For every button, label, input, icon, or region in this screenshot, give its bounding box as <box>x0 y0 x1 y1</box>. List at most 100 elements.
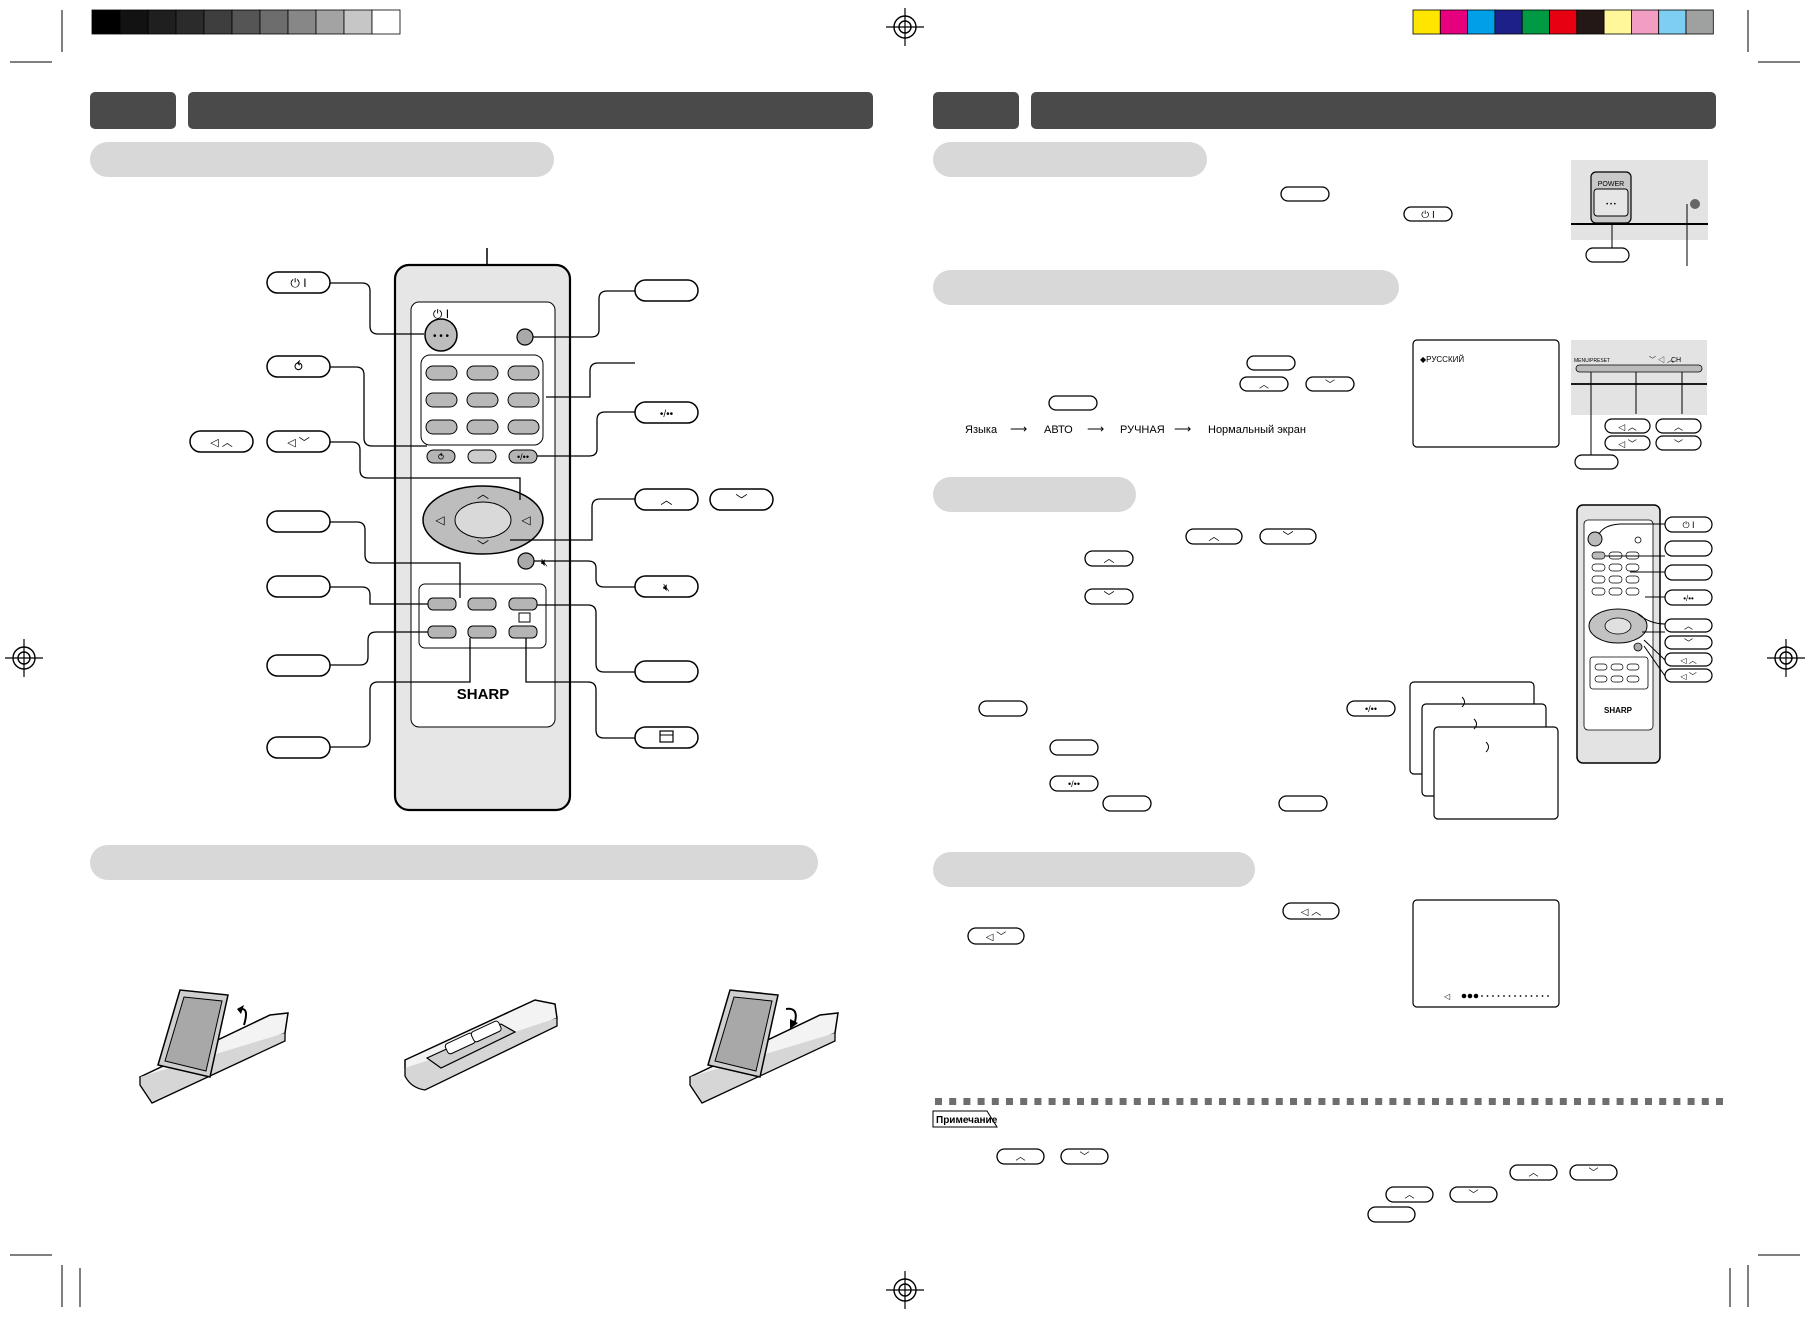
display-mode-icon <box>659 730 674 743</box>
separator-dash <box>1446 1098 1454 1105</box>
mini-key <box>1594 675 1608 683</box>
registration-mark-top <box>885 7 925 47</box>
separator-dash <box>1417 1098 1425 1105</box>
volume-up-icon: ◁ ︿ <box>210 437 233 449</box>
volume-step-dot <box>1503 995 1505 997</box>
volume-step-dot <box>1536 995 1538 997</box>
volume-step-dot <box>1508 995 1511 997</box>
svg-text:• • •: • • • <box>433 331 450 342</box>
mini-key <box>1591 551 1606 560</box>
volume-step-dot <box>1530 995 1533 997</box>
separator-dash <box>1403 1098 1411 1105</box>
separator-dash <box>977 1098 985 1105</box>
page-number-tab-right <box>933 92 1019 129</box>
svg-text:﹀: ﹀ <box>1104 590 1115 603</box>
number-key <box>425 365 458 381</box>
svg-text:•/••: •/•• <box>1068 779 1080 789</box>
color-swatch <box>1603 9 1632 35</box>
grayscale-swatch <box>203 9 233 35</box>
page-header-bar-right <box>1031 92 1716 129</box>
mini-key <box>1610 675 1624 683</box>
color-swatch <box>1658 9 1687 35</box>
separator-dash <box>1233 1098 1241 1105</box>
tv-front-panel-illustration: POWER • • • <box>1571 160 1708 266</box>
registration-mark-right <box>1766 638 1806 678</box>
grayscale-swatch <box>119 9 149 35</box>
svg-text:•/••: •/•• <box>1365 704 1377 714</box>
color-swatch <box>1576 9 1605 35</box>
separator-dash <box>1304 1098 1312 1105</box>
grayscale-swatch <box>259 9 289 35</box>
channel-up-icon: ︿ <box>660 493 672 507</box>
number-key <box>466 392 499 408</box>
color-swatch <box>1494 9 1523 35</box>
color-swatch <box>1685 9 1714 35</box>
svg-text:🔇︎: 🔇︎ <box>541 557 548 569</box>
number-pad-area <box>420 354 544 446</box>
separator-dash <box>1190 1098 1198 1105</box>
separator-dash <box>1389 1098 1397 1105</box>
separator-dash <box>1488 1098 1496 1105</box>
grayscale-swatch <box>231 9 261 35</box>
setup-flow: Языка ⟶ АВТО ⟶ РУЧНАЯ ⟶ Нормальный экран <box>965 422 1306 436</box>
mini-key <box>1625 575 1640 584</box>
separator-dash <box>1091 1098 1099 1105</box>
flow-item-normal-screen: Нормальный экран <box>1208 424 1306 436</box>
volume-step-dot <box>1547 995 1549 997</box>
separator-dash <box>1701 1098 1709 1105</box>
separator-dash <box>935 1098 942 1105</box>
mini-key <box>1608 575 1623 584</box>
separator-dash <box>1716 1098 1723 1105</box>
battery-step-1-illustration <box>138 989 289 1104</box>
separator-dash <box>1318 1098 1326 1105</box>
separator-dash <box>1630 1098 1638 1105</box>
registration-mark-bottom <box>885 1270 925 1310</box>
separator-dash <box>1545 1098 1553 1105</box>
note-separator <box>935 1098 1723 1105</box>
grayscale-swatch <box>287 9 317 35</box>
separator-dash <box>1559 1098 1567 1105</box>
svg-text:CH: CH <box>1671 357 1681 364</box>
svg-text:︿: ︿ <box>1674 422 1683 432</box>
volume-step-dot <box>1519 995 1522 997</box>
separator-dash <box>1119 1098 1127 1105</box>
number-key <box>507 365 540 381</box>
separator-dash <box>1006 1098 1013 1105</box>
mute-icon: 🔇︎ <box>663 582 670 594</box>
remote-power-button <box>424 318 458 352</box>
svg-text:⏻ I: ⏻ I <box>1682 520 1694 530</box>
flow-item-auto: АВТО <box>1044 424 1073 436</box>
color-swatch <box>1439 9 1469 35</box>
color-swatch <box>1467 9 1496 35</box>
grayscale-swatch <box>343 9 373 35</box>
svg-text:◁ ﹀: ◁ ﹀ <box>1680 672 1696 681</box>
mute-key <box>517 552 535 570</box>
volume-step-dot <box>1492 995 1494 997</box>
svg-text:◁: ◁ <box>521 513 531 527</box>
separator-dash <box>1034 1098 1042 1105</box>
number-key <box>466 419 499 435</box>
crop-marks <box>10 10 1800 1307</box>
battery-step-3-illustration <box>688 989 839 1104</box>
osd-language-item: ◆РУССКИЙ <box>1420 355 1464 364</box>
svg-text:﹀: ﹀ <box>1325 379 1335 391</box>
ir-indicator <box>516 328 534 346</box>
separator-dash <box>1148 1098 1155 1105</box>
number-pad <box>425 365 540 435</box>
grayscale-swatch <box>371 9 401 35</box>
separator-dash <box>1503 1098 1510 1105</box>
separator-dash <box>991 1098 999 1105</box>
volume-step-dot <box>1497 995 1500 997</box>
separator-dash <box>1133 1098 1141 1105</box>
svg-text:⟶: ⟶ <box>1174 422 1191 436</box>
separator-dash <box>1616 1098 1624 1105</box>
stacked-screens-illustration <box>1409 681 1559 820</box>
separator-dash <box>1531 1098 1539 1105</box>
svg-text:POWER: POWER <box>1598 181 1624 188</box>
mini-key <box>1591 563 1606 572</box>
mini-key <box>1608 563 1623 572</box>
sleep-timer-icon: •/•• <box>660 409 674 420</box>
svg-text:•/••: •/•• <box>1683 594 1694 603</box>
svg-text:◁: ◁ <box>435 513 445 527</box>
